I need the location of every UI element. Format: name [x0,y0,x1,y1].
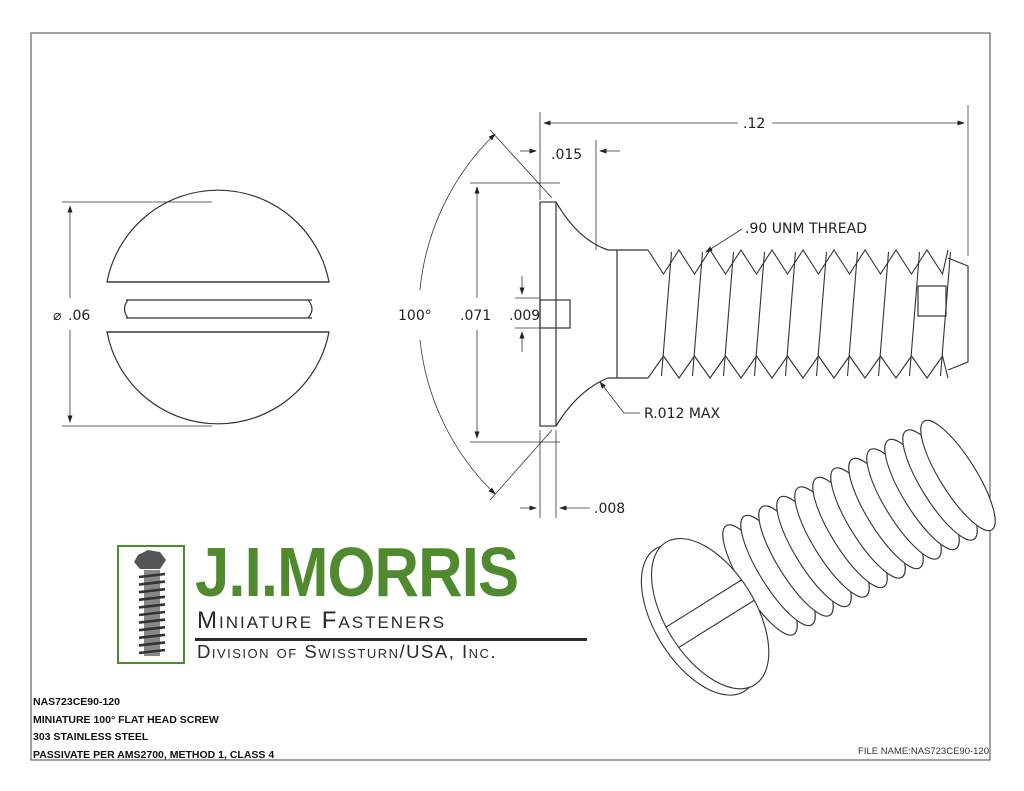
fillet-label: R.012 MAX [644,406,721,422]
drawing-notes: NAS723CE90-120 MINIATURE 100° FLAT HEAD … [33,694,433,764]
head-height-label: .015 [551,147,582,163]
thread-callout [705,228,743,253]
head-edge-dimension [520,430,590,518]
brand-division: Division of Swissturn/USA, Inc. [197,641,498,662]
head-diameter-label: .071 [460,308,491,324]
head-edge-label: .008 [594,501,625,517]
head-diameter-dimension [470,182,560,443]
isometric-view [640,419,996,696]
diameter-symbol: ⌀ [53,308,62,324]
thread-label: .90 UNM THREAD [745,221,867,237]
brand-name: J.I.MORRIS [195,533,519,611]
note-material: 303 STAINLESS STEEL [33,731,149,743]
logo-wordmark: J.I.MORRIS Miniature Fasteners Division … [195,537,595,667]
brand-divider [195,638,587,641]
head-height-dimension [520,140,620,250]
head-top-view [106,189,330,425]
length-label: .12 [743,116,765,132]
diameter-dimension [62,201,212,427]
diameter-label: .06 [68,308,90,324]
thread-profile [647,248,952,379]
note-part-number: NAS723CE90-120 [33,696,120,708]
sheet-border [30,32,991,761]
brand-tagline: Miniature Fasteners [197,607,447,634]
note-description: MINIATURE 100° FLAT HEAD SCREW [33,713,219,726]
file-name: FILE NAME:NAS723CE90-120 [858,746,989,757]
slot-width-dimension [515,276,540,352]
fillet-callout [599,381,640,414]
note-finish: PASSIVATE PER AMS2700, METHOD 1, CLASS 4 [33,748,275,761]
screw-side-view [539,201,648,427]
angle-label: 100° [398,308,432,324]
slot-width-label: .009 [509,308,540,324]
logo-icon [117,545,185,664]
screw-tip [917,257,969,371]
